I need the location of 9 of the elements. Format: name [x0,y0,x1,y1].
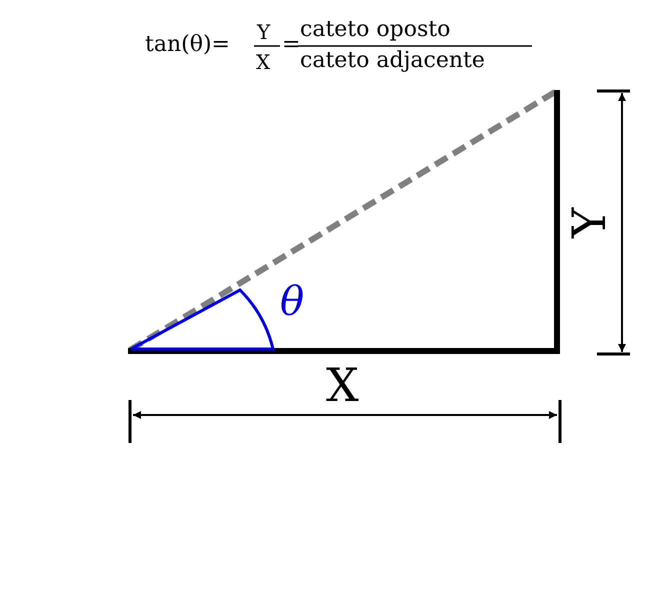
equals-sign: = [282,34,300,56]
denominator: cateto adjacente [300,50,485,72]
numerator: cateto oposto [300,19,450,41]
angle-label: θ [280,282,304,322]
formula-text: tan(θ)= [145,34,230,56]
side-label: X [326,362,359,408]
side-label: Y [566,208,612,238]
numerator: Y [257,22,270,42]
denominator: X [256,52,270,72]
